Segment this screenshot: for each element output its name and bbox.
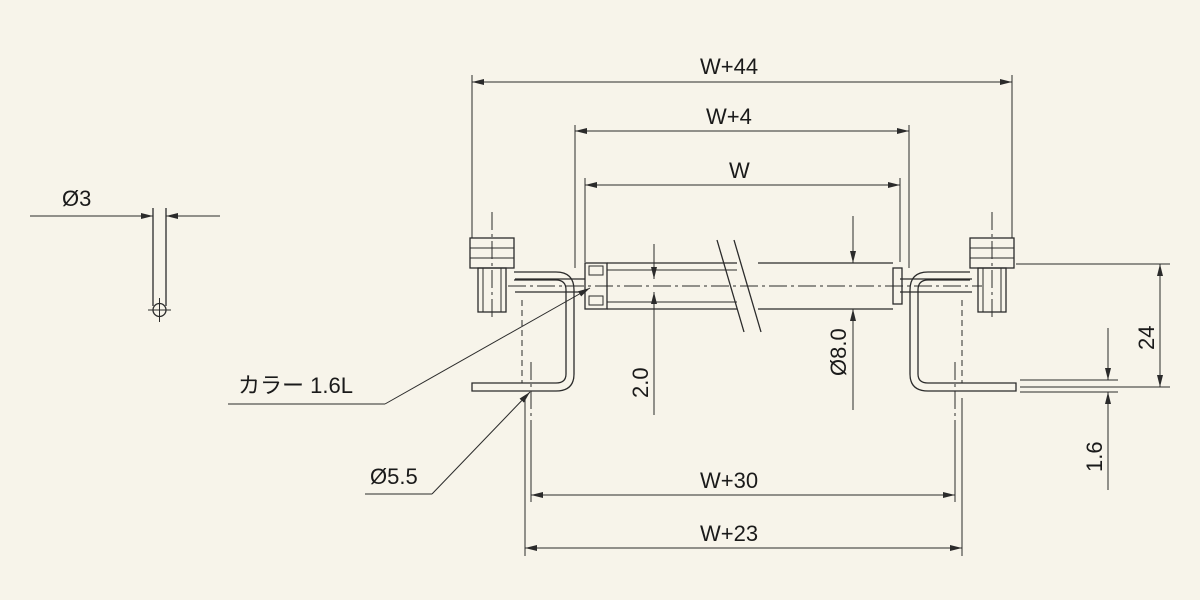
dimension-w: W [584,158,901,262]
dimension-phi8: Ø8.0 [826,216,856,410]
dimension-w44: W+44 [471,54,1013,238]
phi55-leader: Ø5.5 [365,391,531,495]
collar-leader: カラー 1.6L [228,287,591,405]
w44-label: W+44 [700,54,758,79]
dimension-1-6: 1.6 [1020,328,1118,490]
w30-label: W+30 [700,468,758,493]
dimension-2-0: 2.0 [628,244,657,415]
dimension-w30: W+30 [530,420,956,502]
dimension-w4: W+4 [574,104,910,268]
shaft-detail: Ø3 [30,186,220,322]
dim16-label: 1.6 [1082,441,1107,472]
dimension-24: 24 [1016,263,1170,388]
left-bracket [469,212,575,420]
w-label: W [729,158,750,183]
right-bracket [909,212,1017,420]
w23-label: W+23 [700,521,758,546]
phi80-label: Ø8.0 [826,328,851,376]
phi3-label: Ø3 [62,186,91,211]
dim24-label: 24 [1134,326,1159,350]
phi55-label: Ø5.5 [370,464,418,489]
collar-label: カラー 1.6L [238,373,353,398]
dim20-label: 2.0 [628,367,653,398]
w4-label: W+4 [706,104,752,129]
dimension-w23: W+23 [524,398,963,556]
roller [508,239,982,333]
